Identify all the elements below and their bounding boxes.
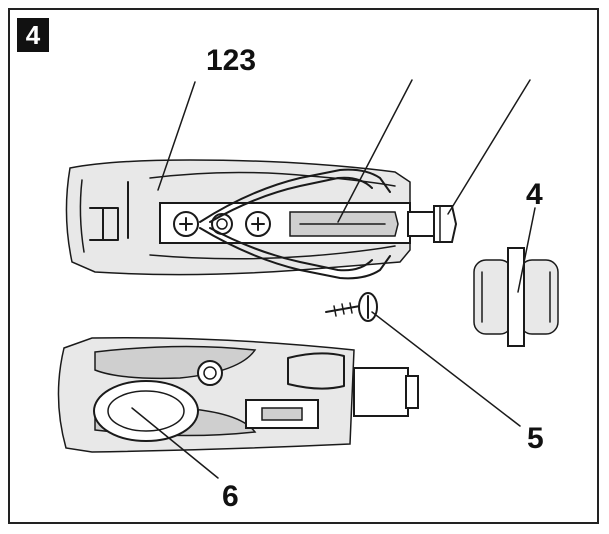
- contact-ring-part-4: [473, 247, 559, 347]
- leader-123-c: [447, 79, 531, 215]
- screw-part-5: [325, 292, 378, 322]
- leader-123-a: [157, 81, 196, 191]
- leader-6: [131, 407, 219, 479]
- callout-5: 5: [527, 422, 544, 455]
- leader-lines: [131, 79, 536, 479]
- callout-6: 6: [222, 480, 239, 513]
- fuse-holder: [159, 202, 411, 244]
- tip-contact: [407, 205, 458, 243]
- spring-clip: [199, 168, 391, 280]
- leader-123-b: [337, 79, 413, 223]
- callout-123: 123: [206, 44, 256, 77]
- leader-5: [371, 311, 521, 427]
- step-number-badge: 4: [17, 18, 49, 52]
- callout-4: 4: [526, 178, 543, 211]
- leader-4: [517, 207, 536, 293]
- housing-closed-bottom: [57, 337, 419, 453]
